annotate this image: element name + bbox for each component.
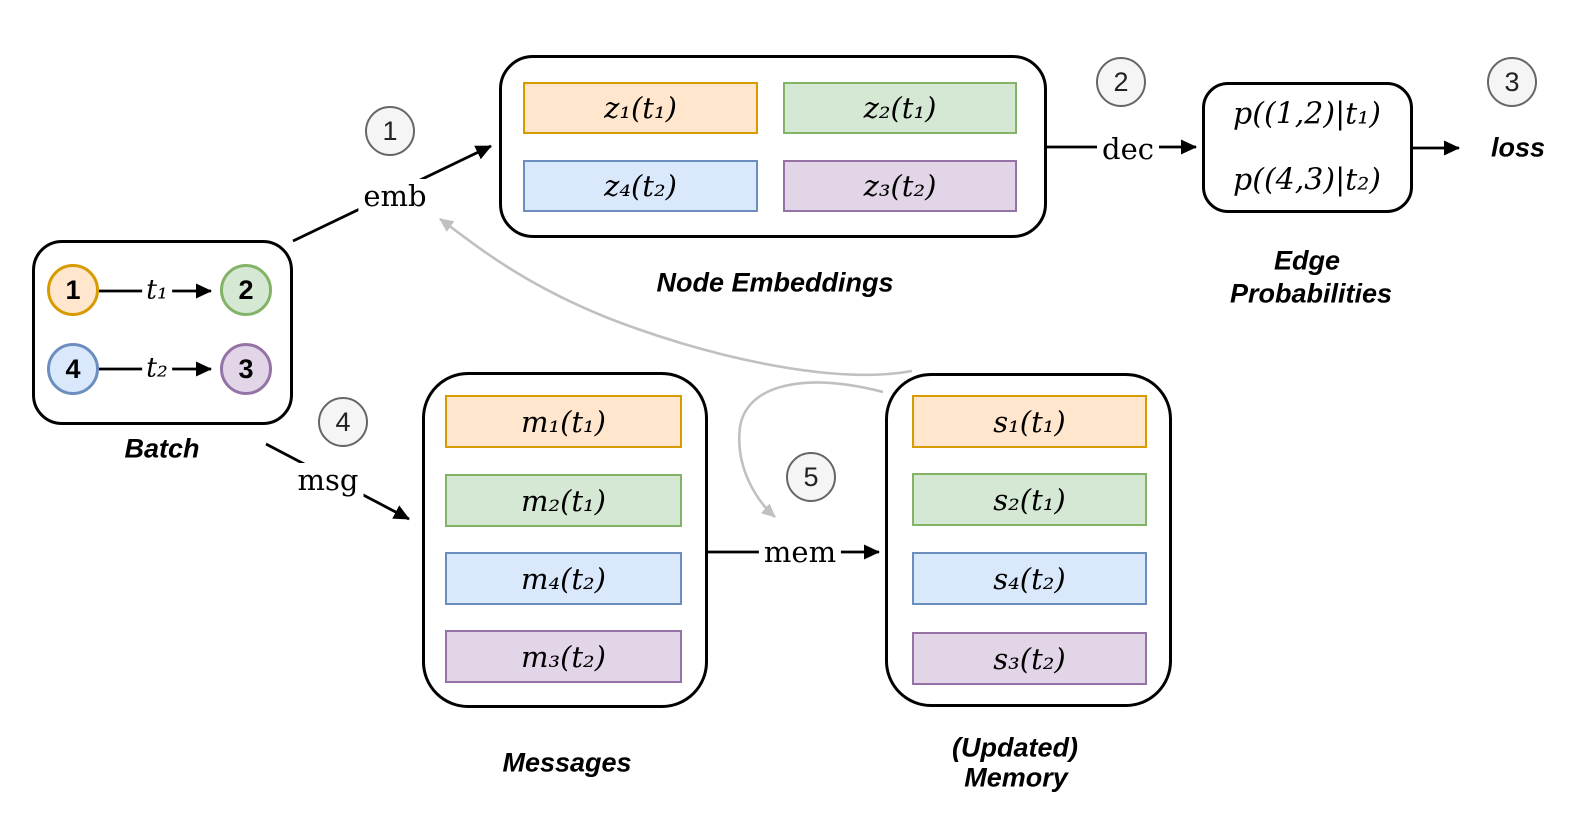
node-embeddings-cell: z₄(t₂)	[523, 160, 758, 212]
memory-label-line2: Memory	[964, 762, 1068, 793]
step-badge-1: 1	[365, 106, 415, 156]
memory-cell: s₄(t₂)	[912, 552, 1147, 605]
memory-cell: s₁(t₁)	[912, 395, 1147, 448]
memory-label-line1: (Updated)	[952, 732, 1078, 763]
emb-label: emb	[358, 179, 432, 213]
msg-label: msg	[292, 463, 364, 497]
memory-cell: s₃(t₂)	[912, 632, 1147, 685]
batch-node-2: 2	[220, 264, 272, 316]
mem-label: mem	[758, 535, 842, 569]
step-badge-3: 3	[1487, 57, 1537, 107]
step-badge-2: 2	[1096, 57, 1146, 107]
step-badge-5: 5	[786, 452, 836, 502]
memory-update-loop-arrow	[737, 381, 884, 518]
t2-label: t₂	[142, 352, 172, 384]
batch-node-4-label: 4	[65, 353, 81, 384]
node-embeddings-cell: z₂(t₁)	[783, 82, 1017, 134]
batch-label: Batch	[124, 433, 200, 464]
batch-node-3-label: 3	[238, 353, 254, 384]
node-embeddings-label: Node Embeddings	[656, 267, 894, 298]
edge-probabilities-label-line2: Probabilities	[1229, 278, 1393, 309]
node-embeddings-cell: z₃(t₂)	[783, 160, 1017, 212]
messages-label: Messages	[502, 747, 632, 778]
memory-to-emb-arrow	[439, 217, 913, 377]
edge-probabilities-box	[1202, 82, 1413, 213]
memory-cell: s₂(t₁)	[912, 473, 1147, 526]
messages-cell: m₃(t₂)	[445, 630, 682, 683]
step-badge-4: 4	[318, 397, 368, 447]
t1-label: t₁	[142, 274, 172, 306]
messages-cell: m₄(t₂)	[445, 552, 682, 605]
node-embeddings-cell: z₁(t₁)	[523, 82, 758, 134]
messages-cell: m₁(t₁)	[445, 395, 682, 448]
dec-label: dec	[1097, 132, 1159, 166]
batch-node-2-label: 2	[238, 274, 254, 305]
batch-node-3: 3	[220, 343, 272, 395]
loss-label: loss	[1490, 132, 1546, 163]
batch-node-4: 4	[47, 343, 99, 395]
messages-cell: m₂(t₁)	[445, 474, 682, 527]
edge-probability-row: p((4,3)|t₂)	[1233, 162, 1381, 198]
edge-probabilities-label-line1: Edge	[1273, 245, 1341, 276]
edge-probability-row: p((1,2)|t₁)	[1233, 96, 1381, 132]
batch-node-1-label: 1	[65, 274, 81, 305]
batch-node-1: 1	[47, 264, 99, 316]
